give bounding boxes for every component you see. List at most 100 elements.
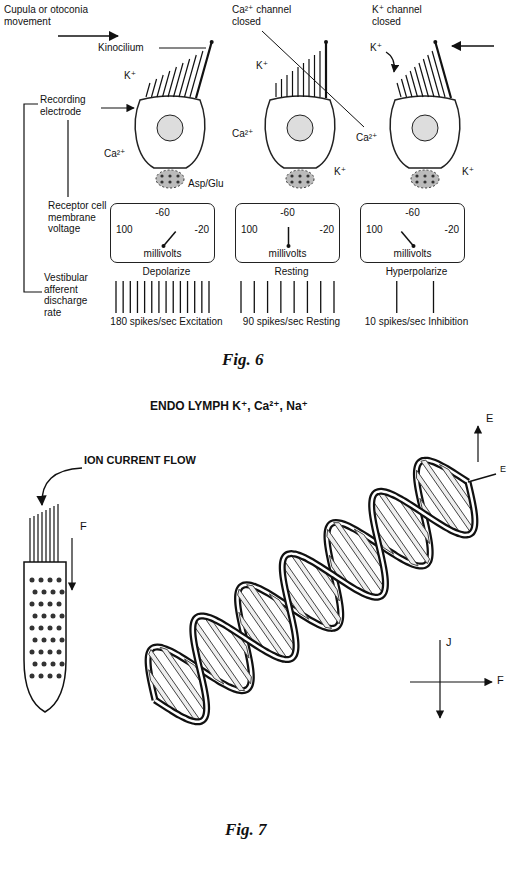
cell-granule [48,578,53,583]
movement-arrow [58,35,118,37]
electrode-arrow [101,107,134,108]
scale-value: 100 [366,224,383,235]
rate-label: 10 spikes/sec Inhibition [360,316,473,328]
action-potential [144,281,145,313]
action-potential [137,281,138,313]
vesicle-dot [290,180,293,183]
action-potential [240,281,241,313]
voltage-meter: -60100-20millivolts [110,203,215,263]
scale-value: -60 [405,207,419,218]
part-label: Asp/Glu [188,178,224,190]
axis-tail [468,474,496,482]
stereocilium [292,71,293,97]
cell-granule [42,590,47,595]
meter-needle [401,231,413,246]
annotation: Cupula or otoconia movement [4,4,109,27]
stereocilium [401,79,406,97]
ion-label: K⁺ [256,60,268,72]
vesicle-dot [423,174,426,177]
cell-granule [30,674,35,679]
fig6-illustration [24,31,494,292]
cell-granule [51,590,56,595]
hair-cell [265,40,335,188]
vesicle-dot [160,180,163,183]
leader-line [262,31,364,127]
ion-label: K⁺ [462,166,474,178]
cell-body [390,96,460,168]
action-potential [173,281,174,313]
row-label: Receptor cell membrane voltage [48,200,108,235]
vesicle-dot [298,174,301,177]
vesicle-dot [160,174,163,177]
vector-label: E [486,412,493,425]
action-potential [254,281,255,313]
cell-granule [42,662,47,667]
cell-granule [60,662,65,667]
vesicle-dot [415,174,418,177]
spike-train-panel: Hyperpolarize 10 spikes/sec Inhibition [360,266,473,328]
stereocilium [53,506,54,562]
axis-arrow [410,681,492,682]
voltage-meter: -60100-20millivolts [360,203,465,263]
stereocilium [157,75,163,97]
cell-granule [48,674,53,679]
stereocilium [179,59,190,97]
action-potential [115,281,116,313]
cell-granule [57,650,62,655]
cell-granule [42,638,47,643]
kinocilium-tip [210,40,214,44]
synapse-vesicles [286,170,314,188]
scale-value: 100 [116,224,133,235]
vesicle-dot [431,174,434,177]
cell-nucleus [157,115,183,141]
kinocilium [196,42,212,98]
cell-granule [48,602,53,607]
cell-granule [33,638,38,643]
vesicle-dot [431,180,434,183]
annotation: ENDO LYMPH K⁺, Ca²⁺, Na⁺ [150,400,308,414]
cell-granule [60,614,65,619]
fig7-illustration [24,426,496,722]
scale-value: -20 [195,224,209,235]
stereocilium [33,516,34,562]
vector-label: E [500,464,506,474]
cell-granule [57,626,62,631]
cell-granule [39,674,44,679]
cell-body [135,96,205,168]
figure-number: Fig. 7 [225,820,267,840]
stereocilium [397,83,401,97]
ion-flow-arrow [386,52,394,72]
stereocilium [406,75,412,97]
cell-granule [39,578,44,583]
stereocilium [174,63,184,97]
force-arrow [71,538,72,590]
stereocilium [319,51,320,97]
vesicle-dot [168,174,171,177]
action-potential [187,281,188,313]
voltage-meter: -60100-20millivolts [235,203,340,263]
helix-strand [155,482,475,722]
axis-label: F [497,674,504,687]
cell-granule [48,626,53,631]
stereocilium [308,59,309,97]
vesicle-dot [298,180,301,183]
state-heading: Hyperpolarize [360,266,473,278]
vesicle-dot [306,180,309,183]
stereocilium [190,51,203,97]
cell-granule [30,626,35,631]
action-potential [158,281,159,313]
cell-granule [57,602,62,607]
cell-granule [33,614,38,619]
hair-cell [24,504,66,712]
needle-pivot [287,244,291,248]
annotation: Ca²⁺ channel closed [232,4,304,27]
cell-granule [51,662,56,667]
ion-label: K⁺ [334,166,346,178]
helix-strand-core [155,482,475,722]
stereocilium [41,512,42,562]
rate-label: 90 spikes/sec Resting [235,316,348,328]
unit-label: millivolts [394,248,432,259]
scale-value: -60 [155,207,169,218]
